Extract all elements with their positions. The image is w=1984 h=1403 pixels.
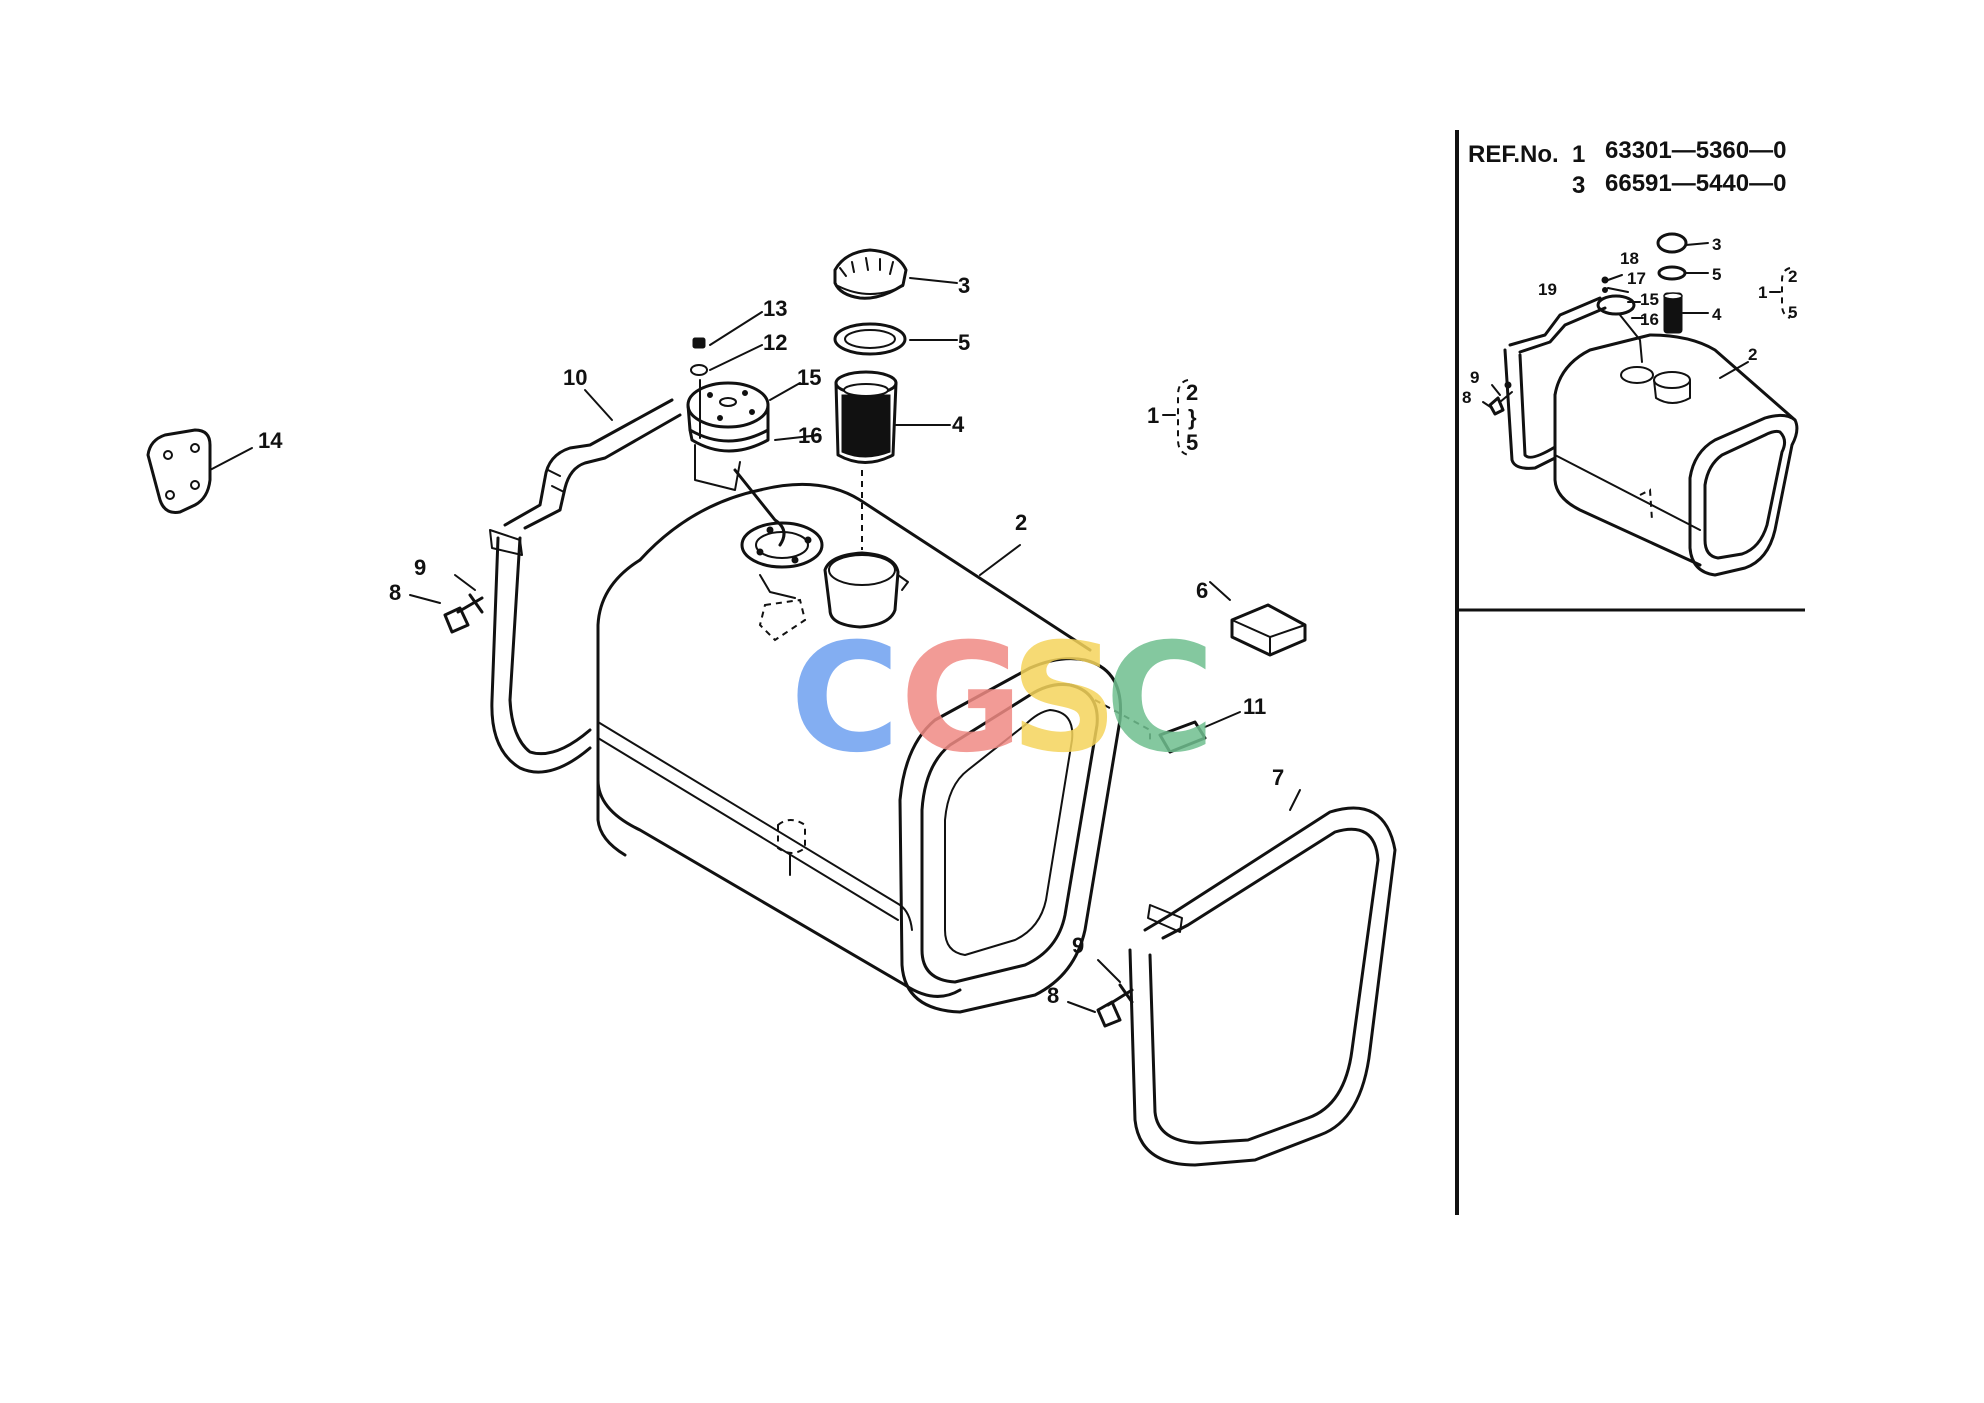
filler-neck xyxy=(823,470,909,629)
strainer-part-4 xyxy=(834,370,898,464)
filler-cap-part-3 xyxy=(833,248,908,300)
inset-callout-5: 5 xyxy=(1712,265,1721,284)
callout-8-left: 8 xyxy=(389,580,401,605)
assembly-bracket: 1 2 } 5 xyxy=(1147,379,1198,456)
callout-9-right: 9 xyxy=(1072,933,1084,958)
tank-end-face xyxy=(898,657,1123,1014)
inset-assembly-bottom: 5 xyxy=(1788,303,1797,322)
inset-leader-lines xyxy=(1482,242,1749,409)
watermark-letter-3: S xyxy=(1010,612,1118,786)
assembly-middle: } xyxy=(1188,405,1197,430)
inset-callout-15: 15 xyxy=(1640,290,1659,309)
inset-callout-2: 2 xyxy=(1748,345,1757,364)
callout-8-right: 8 xyxy=(1047,983,1059,1008)
bracket-part-14 xyxy=(146,428,212,514)
tank-strap-7 xyxy=(1128,806,1397,1167)
callout-6: 6 xyxy=(1196,578,1208,603)
pad-part-6 xyxy=(1230,603,1307,657)
callout-12: 12 xyxy=(763,330,787,355)
ref-3-part: 66591—5440—0 xyxy=(1605,170,1786,197)
callout-3: 3 xyxy=(958,273,970,298)
inset-callout-8: 8 xyxy=(1462,388,1471,407)
inset-assembly-top: 2 xyxy=(1788,267,1797,286)
bolt-right-8-9 xyxy=(1096,983,1134,1028)
inset-callout-19: 19 xyxy=(1538,280,1557,299)
callout-11: 11 xyxy=(1243,694,1266,719)
callout-4: 4 xyxy=(952,412,965,437)
callout-14: 14 xyxy=(258,428,283,453)
inset-callout-18: 18 xyxy=(1620,249,1639,268)
watermark-logo: C G S C xyxy=(790,612,1215,786)
washer-12 xyxy=(690,364,708,376)
callout-9-left: 9 xyxy=(414,555,426,580)
strap-bracket-10 xyxy=(503,398,682,530)
sender-unit-15 xyxy=(686,379,786,547)
watermark-letter-2: G xyxy=(900,612,1023,786)
inset-panel-frame xyxy=(1455,130,1805,1215)
pad-part-11 xyxy=(1094,699,1207,754)
inset-callout-9: 9 xyxy=(1470,368,1479,387)
watermark-letter-1: C xyxy=(790,612,900,786)
watermark-letter-4: C xyxy=(1105,612,1215,786)
nut-13 xyxy=(692,337,706,349)
fuel-tank-body xyxy=(596,482,1092,998)
gasket-part-5 xyxy=(833,322,907,356)
callout-10: 10 xyxy=(563,365,587,390)
assembly-bottom: 5 xyxy=(1186,430,1198,455)
inset-callout-3: 3 xyxy=(1712,235,1721,254)
inset-callout-16: 16 xyxy=(1640,310,1659,329)
ref-label: REF.No. xyxy=(1468,141,1559,168)
callout-5: 5 xyxy=(958,330,970,355)
callout-15: 15 xyxy=(797,365,821,390)
ref-1-part: 63301—5360—0 xyxy=(1605,137,1786,164)
inset-callout-17: 17 xyxy=(1627,269,1646,288)
inset-callout-4: 4 xyxy=(1712,305,1722,324)
main-callouts: 2 3 5 4 6 7 8 9 8 9 10 11 12 13 14 15 16 xyxy=(258,273,1284,1008)
callout-16: 16 xyxy=(798,423,822,448)
leader-lines xyxy=(209,277,1301,1013)
callout-2: 2 xyxy=(1015,510,1027,535)
ref-1-number: 1 xyxy=(1572,141,1585,168)
tank-strap-left xyxy=(489,529,592,774)
bolt-left-8-9 xyxy=(443,593,484,634)
sender-mount-16 xyxy=(740,521,824,642)
assembly-top: 2 xyxy=(1186,380,1198,405)
inset-assembly-bracket: 1 2 5 xyxy=(1758,267,1797,322)
ref-3-number: 3 xyxy=(1572,172,1585,199)
assembly-parent: 1 xyxy=(1147,403,1159,428)
inset-assembly-parent: 1 xyxy=(1758,283,1767,302)
inset-callouts: 3 5 4 2 18 17 15 16 19 9 8 xyxy=(1462,235,1757,407)
callout-7: 7 xyxy=(1272,765,1284,790)
callout-13: 13 xyxy=(763,296,787,321)
reference-table: REF.No. 1 63301—5360—0 3 66591—5440—0 xyxy=(1468,137,1786,199)
inset-tank xyxy=(1503,296,1799,577)
